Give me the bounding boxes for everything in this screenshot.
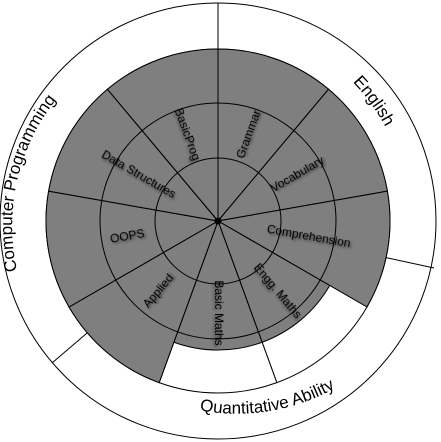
segment-fill-basicprog <box>106 48 219 223</box>
segment-fill-comprehension <box>216 190 391 308</box>
segment-label-oops: OOPS <box>109 226 146 246</box>
segment-fill-basic-maths <box>173 219 263 351</box>
segment-fill-oops <box>45 190 220 308</box>
segment-fill-applied <box>68 219 219 384</box>
center-dot <box>214 217 222 225</box>
segment-wedges <box>45 48 391 394</box>
segment-fill-engg-maths <box>217 219 331 343</box>
segment-fill-vocabulary <box>216 88 388 222</box>
inner-ring <box>154 157 282 285</box>
middle-ring <box>99 102 337 340</box>
segment-label-basic-maths: Basic Maths <box>212 280 226 345</box>
segment-fill-data-structures <box>48 88 220 222</box>
segment-fill-grammar <box>217 48 330 223</box>
